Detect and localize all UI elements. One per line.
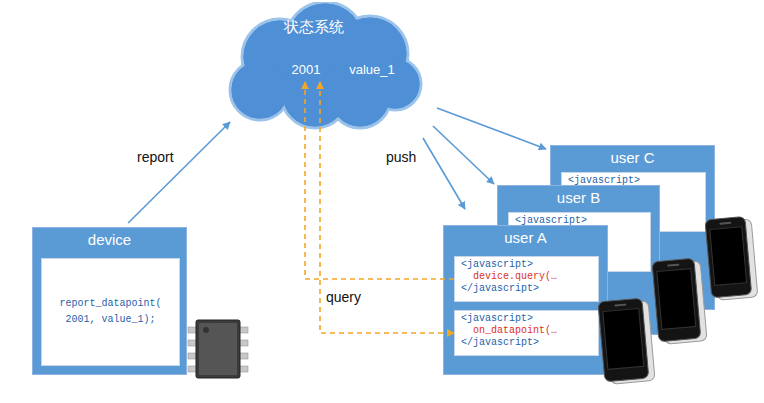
phone-speaker (719, 222, 731, 225)
push-arrow (433, 126, 494, 184)
script-text: <javascript> (568, 175, 699, 187)
script-text: </javascript> (461, 283, 592, 295)
cloud-shape: 2001 value_1 状态系统 (220, 2, 425, 130)
box-title: user A (444, 226, 607, 250)
code-panel: report_datapoint( 2001, value_1); (41, 258, 180, 366)
flow-label-box: push (386, 148, 416, 166)
chip-body (196, 320, 240, 378)
datapoint-text: value_1 (349, 62, 395, 77)
system-title: 状态系统 (220, 18, 407, 37)
phone-speaker (614, 304, 626, 307)
script-text: <javascript> (461, 313, 592, 325)
phone-screen (657, 269, 696, 330)
flow-label-box: query (326, 288, 361, 306)
query-line (320, 82, 454, 333)
chip-top (199, 323, 237, 375)
script-text: </javascript> (461, 337, 592, 349)
push-arrow (423, 138, 465, 209)
script-panel: <javascript>on_datapoint(…</javascript> (454, 310, 599, 356)
code-text: report_datapoint( 2001, value_1); (48, 296, 173, 328)
device-box: report_datapoint( 2001, value_1); device (32, 227, 187, 375)
box-title: user C (551, 146, 714, 170)
phone-body (652, 258, 701, 341)
user-box: <javascript>device.query(…</javascript><… (443, 225, 608, 375)
chip-icon (188, 320, 248, 378)
flow-label: report (137, 149, 174, 165)
box-title: device (33, 228, 186, 252)
phone-screen (710, 227, 747, 286)
datapoint-text: 2001 (292, 62, 321, 77)
flow-label-box: report (137, 148, 174, 166)
script-text: <javascript> (515, 215, 644, 227)
flow-label: push (386, 149, 416, 165)
phone-body (705, 217, 752, 298)
cloud-fill (331, 68, 390, 127)
phone-screen (603, 308, 644, 369)
script-panel: <javascript>device.query(…</javascript> (454, 256, 599, 302)
script-text: <javascript> (461, 259, 592, 271)
phone-icon (705, 216, 758, 301)
phone-icon (652, 258, 707, 345)
flow-label: query (326, 289, 361, 305)
cloud-fill (232, 62, 289, 119)
script-text: on_datapoint(… (461, 325, 592, 337)
script-text: device.query(… (461, 271, 592, 283)
box-title: user B (498, 186, 659, 210)
phone-body (598, 298, 649, 382)
phone-speaker (667, 264, 679, 267)
report-arrow (128, 122, 230, 223)
chip-notch (203, 327, 209, 333)
query-line (305, 82, 454, 279)
phone-icon (598, 298, 655, 385)
push-arrow (437, 108, 546, 149)
